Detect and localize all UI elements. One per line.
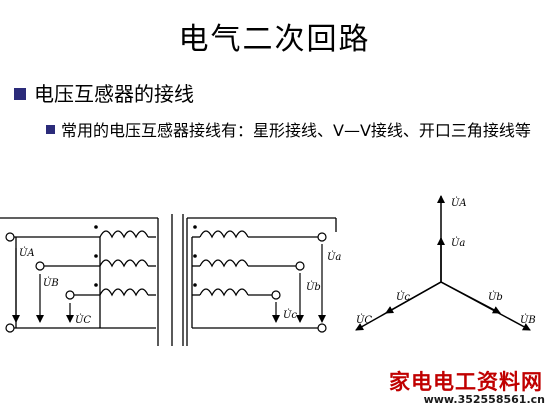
phasor-label-Ua: U̇a [451,237,465,249]
bullet-level1-text: 电压互感器的接线 [34,82,194,106]
phasor-label-UA: U̇A [451,197,467,209]
square-bullet-icon [46,125,55,134]
primary-coils [99,230,156,297]
label-UA: U̇A [19,247,35,259]
polarity-dots [94,225,197,287]
phasor-label-Uc: U̇c [396,291,410,303]
slide-title: 电气二次回路 [178,22,371,57]
watermark-title: 家电电工资料网 [389,370,543,394]
secondary-frame [186,217,337,346]
square-bullet-icon [14,88,26,100]
watermark-url: www.352558561.cn [423,393,545,406]
secondary-voltage-arrows [272,244,326,323]
primary-frame [0,217,159,346]
phasor-diagram [355,195,531,331]
primary-voltage-arrows [12,248,74,323]
label-Ua: U̇a [327,251,341,263]
secondary-coils [199,230,318,297]
phasor-label-Ub: U̇b [488,291,503,303]
secondary-terminals [271,232,327,333]
transformer-core [171,214,184,346]
bullet-level1: 电压互感器的接线 [14,78,194,107]
primary-terminals [5,232,75,333]
bullet-level2: 常用的电压互感器接线有：星形接线、V—V接线、开口三角接线等 [46,118,536,144]
bullet-level2-text: 常用的电压互感器接线有：星形接线、V—V接线、开口三角接线等 [61,121,531,140]
phasor-label-UB: U̇B [520,314,536,326]
label-UB: U̇B [43,277,59,289]
phasor-label-UC: U̇C [356,314,372,326]
label-UC: U̇C [75,314,91,326]
label-Ub: U̇b [306,281,321,293]
label-Uc: U̇c [283,309,297,321]
